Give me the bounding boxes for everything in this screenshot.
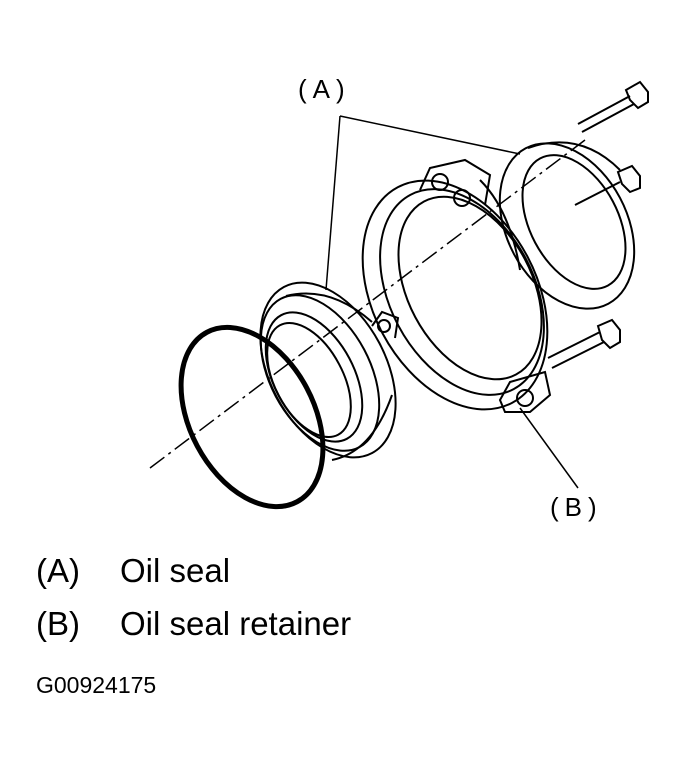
front-oil-seal: [259, 281, 397, 461]
center-axis: [149, 139, 586, 469]
leader-lines-a: [325, 115, 521, 291]
legend-label-b: Oil seal retainer: [120, 605, 352, 642]
legend-item-a: (A) Oil seal: [36, 552, 230, 590]
leader-line-b: [519, 407, 579, 489]
legend-item-b: (B) Oil seal retainer: [36, 605, 351, 643]
o-ring: [178, 324, 326, 510]
callout-b: (B): [550, 492, 603, 522]
figure-id: G00924175: [36, 672, 157, 698]
bolt-middle: [574, 164, 641, 206]
oil-seal-retainer: [361, 158, 552, 413]
bolt-bottom: [547, 318, 621, 369]
legend-code-a: (A): [36, 552, 80, 589]
legend-code-b: (B): [36, 605, 80, 642]
exploded-view-diagram: (A) (B): [149, 74, 649, 522]
legend-label-a: Oil seal: [120, 552, 231, 589]
bolt-top: [577, 80, 649, 133]
rear-oil-seal: [498, 141, 636, 310]
callout-a: (A): [298, 74, 351, 104]
